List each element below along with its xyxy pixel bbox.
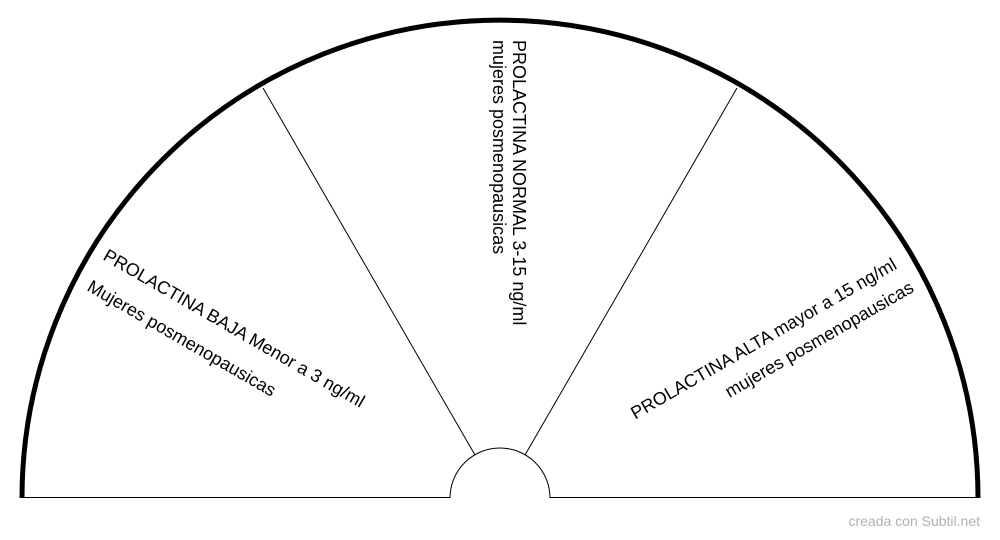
sector-low-line1: PROLACTINA BAJA Menor a 3 ng/ml: [100, 245, 368, 411]
sector-high-label: PROLACTINA ALTA mayor a 15 ng/ml mujeres…: [627, 254, 917, 423]
inner-arc: [449, 447, 551, 499]
divider-left: [262, 87, 476, 456]
sector-normal-line2: mujeres posmenopausicas: [489, 40, 509, 254]
sector-normal-line1: PROLACTINA NORMAL 3-15 ng/ml: [509, 40, 529, 325]
divider-right: [524, 87, 738, 456]
outer-arc: [19, 17, 981, 499]
sector-low-label: PROLACTINA BAJA Menor a 3 ng/ml Mujeres …: [84, 245, 368, 411]
sector-normal-label: PROLACTINA NORMAL 3-15 ng/ml mujeres pos…: [489, 40, 529, 325]
credit-text: creada con Subtil.net: [848, 513, 980, 529]
sector-high-line1: PROLACTINA ALTA mayor a 15 ng/ml: [627, 254, 900, 423]
